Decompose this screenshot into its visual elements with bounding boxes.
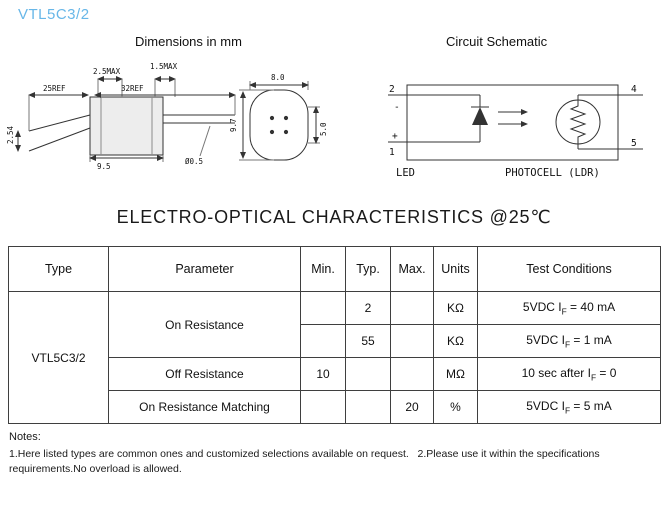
table-row: 55 KΩ 5VDC IF = 1 mA (9, 324, 661, 358)
dim-label-lead-gap-top-left: 2.5MAX (93, 67, 121, 76)
col-header-type: Type (8, 246, 109, 292)
cell-typ: 2 (345, 291, 391, 325)
polarity-minus-sign: - (394, 102, 400, 113)
col-header-min: Min. (300, 246, 346, 292)
cell-min (300, 390, 346, 424)
cell-parameter: On Resistance Matching (108, 390, 301, 424)
cell-units: MΩ (433, 357, 478, 391)
col-header-max: Max. (390, 246, 434, 292)
pin-number-bottom-right: 5 (631, 138, 637, 149)
col-header-typ: Typ. (345, 246, 391, 292)
table-header-row: Type Parameter Min. Typ. Max. Units Test… (8, 246, 661, 292)
dimensions-heading: Dimensions in mm (135, 34, 242, 49)
dim-label-lead-gap-top-right: 1.5MAX (150, 62, 178, 71)
dim-label-left-lead-length: 25REF (43, 84, 66, 93)
schematic-package-outline (406, 84, 619, 161)
pin-number-bottom-left: 1 (389, 147, 395, 158)
cell-test-conditions: 10 sec after IF = 0 (477, 357, 661, 391)
dim-label-face-width: 8.0 (271, 73, 285, 82)
cell-min: 10 (300, 357, 346, 391)
cell-typ: 55 (345, 324, 391, 358)
polarity-plus-sign: + (392, 131, 398, 142)
col-header-test-conditions: Test Conditions (477, 246, 661, 292)
table-row: Off Resistance 10 MΩ 10 sec after IF = 0 (9, 357, 661, 391)
dimensions-drawing: 2.5MAX 1.5MAX 25REF 32REF 9.5 2.54 Ø0.5 … (6, 62, 328, 171)
cell-units: % (433, 390, 478, 424)
dim-label-flat-width: 5.0 (319, 122, 328, 136)
cell-min (300, 324, 346, 358)
characteristics-table: Type Parameter Min. Typ. Max. Units Test… (8, 246, 661, 424)
page-title: VTL5C3/2 (18, 6, 90, 23)
component-front-view (239, 81, 320, 161)
cell-parameter: On Resistance (108, 291, 301, 358)
col-header-units: Units (433, 246, 478, 292)
cell-units: KΩ (433, 324, 478, 358)
notes-text: 1.Here listed types are common ones and … (9, 448, 603, 475)
dim-label-face-height: 9.7 (229, 118, 238, 132)
led-label: LED (396, 167, 415, 179)
table-row: VTL5C3/2 On Resistance 2 KΩ 5VDC IF = 40… (8, 291, 661, 424)
cell-max (390, 324, 434, 358)
pin-number-top-right: 4 (631, 84, 637, 95)
ldr-resistor-zigzag (569, 100, 587, 144)
cell-max (390, 291, 434, 325)
cell-units: KΩ (433, 291, 478, 325)
dim-label-lead-diameter: Ø0.5 (185, 157, 203, 166)
cell-typ (345, 390, 391, 424)
dim-label-body-length: 9.5 (97, 162, 111, 171)
component-side-view (15, 76, 236, 162)
cell-min (300, 291, 346, 325)
cell-typ (345, 357, 391, 391)
pin-number-top-left: 2 (389, 84, 395, 95)
schematic-heading: Circuit Schematic (446, 34, 548, 49)
cell-type: VTL5C3/2 (8, 291, 109, 424)
cell-parameter: Off Resistance (108, 357, 301, 391)
characteristics-heading: ELECTRO-OPTICAL CHARACTERISTICS @25℃ (116, 207, 552, 227)
led-symbol (472, 107, 488, 125)
photocell-label: PHOTOCELL (LDR) (505, 167, 600, 179)
dim-label-right-lead-length: 32REF (121, 84, 144, 93)
cell-test-conditions: 5VDC IF = 5 mA (477, 390, 661, 424)
cell-test-conditions: 5VDC IF = 40 mA (477, 291, 661, 325)
circuit-schematic-drawing: 2 - + 1 4 5 LED PHOTOCELL (LDR) (388, 84, 643, 179)
table-row: On Resistance Matching 20 % 5VDC IF = 5 … (9, 390, 661, 424)
dim-label-lead-pitch: 2.54 (6, 125, 15, 144)
cell-max (390, 357, 434, 391)
col-header-parameter: Parameter (108, 246, 301, 292)
cell-test-conditions: 5VDC IF = 1 mA (477, 324, 661, 358)
cell-max: 20 (390, 390, 434, 424)
notes-label: Notes: (9, 431, 41, 443)
